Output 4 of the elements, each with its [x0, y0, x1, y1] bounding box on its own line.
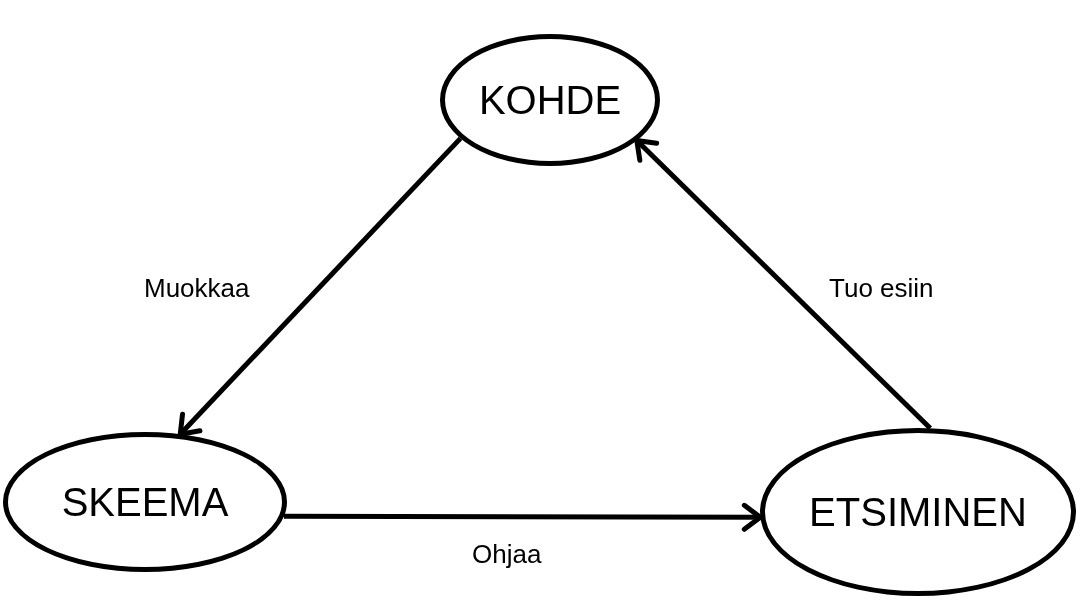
node-label: ETSIMINEN	[809, 492, 1027, 532]
node-label: KOHDE	[478, 80, 622, 120]
node-label: SKEEMA	[61, 482, 229, 522]
arrow	[284, 502, 763, 532]
